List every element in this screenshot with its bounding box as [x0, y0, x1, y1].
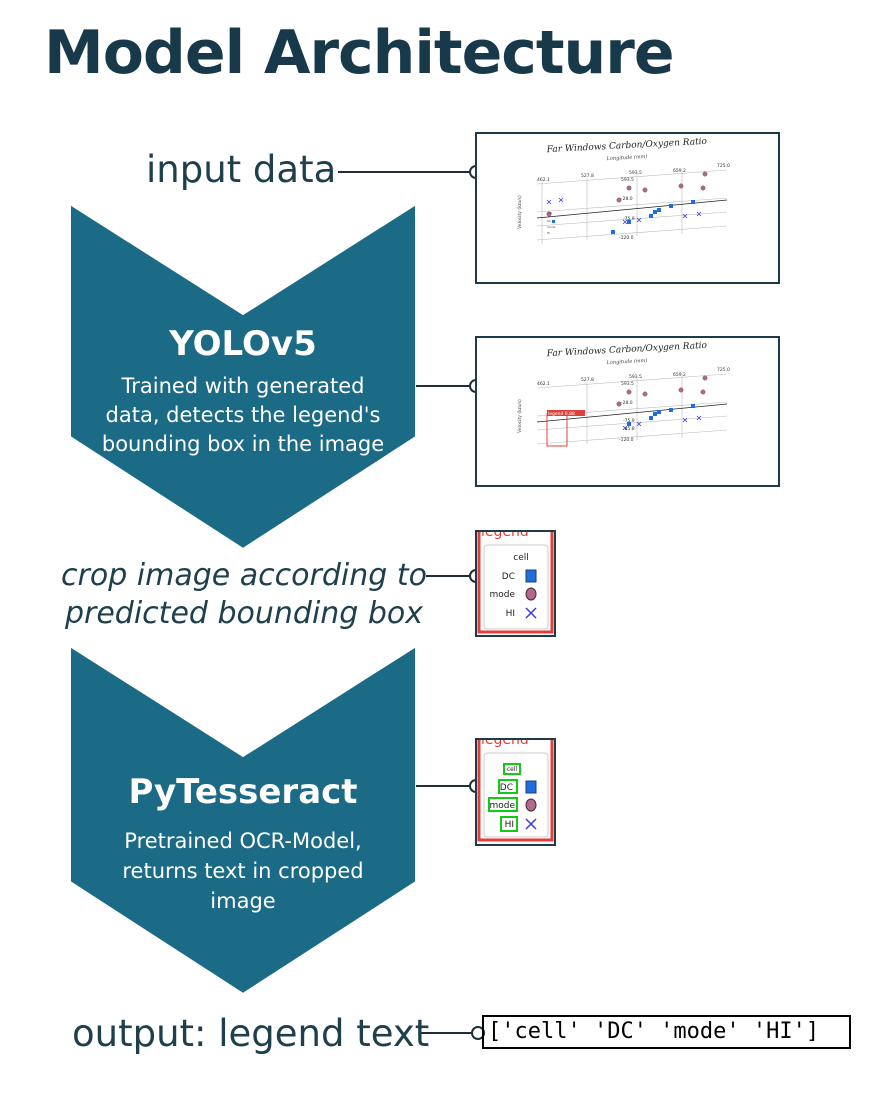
detection-tag: legend 0.88 [548, 411, 575, 417]
ocr-item-dc: DC [500, 783, 513, 793]
crop-label: crop image according to predicted boundi… [61, 558, 427, 631]
plot-tick: -28.0 [621, 400, 633, 406]
output-label: output: legend text [72, 1012, 430, 1055]
svg-text:mode: mode [547, 225, 556, 229]
plot-tick: 593.5 [621, 177, 634, 183]
ocr-box [498, 779, 518, 794]
input-plot-thumbnail: Far Windows Carbon/Oxygen Ratio Longitud… [475, 132, 780, 284]
plot-tick: 659.2 [673, 372, 686, 378]
tesseract-chevron [69, 644, 417, 996]
legend-item-dc: DC [502, 572, 515, 582]
plot-tick: 725.0 [717, 163, 730, 169]
plot-tick: 462.1 [537, 381, 550, 387]
plot-subtitle: Longitude (mm) [605, 357, 647, 366]
legend-item-hi: HI [506, 609, 515, 619]
plot-y-label: Velocity (km/s) [516, 399, 523, 434]
square-marker-icon [525, 569, 537, 583]
svg-text:DC: DC [547, 219, 551, 223]
plot-tick: 593.5 [621, 381, 634, 387]
square-marker-icon [525, 780, 537, 794]
ocr-item-hi: HI [505, 820, 514, 830]
svg-text:cell: cell [547, 211, 552, 215]
legend-item-cell: cell [513, 553, 529, 563]
plot-tick: 725.0 [717, 367, 730, 373]
plot-tick: 527.8 [581, 377, 594, 383]
cropped-legend-thumbnail: legend cell DC mode HI [475, 530, 556, 637]
output-text-box: ['cell' 'DC' 'mode' 'HI'] [482, 1015, 851, 1049]
tesseract-step-description: Pretrained OCR-Model, returns text in cr… [122, 829, 364, 913]
ocr-item-cell: cell [507, 766, 518, 773]
plot-tick: -28.0 [621, 196, 633, 202]
ocr-item-mode: mode [489, 801, 515, 811]
yolo-step-name: YOLOv5 [169, 324, 317, 364]
plot-title: Far Windows Carbon/Oxygen Ratio [546, 137, 708, 155]
cross-marker-icon [525, 818, 537, 830]
plot-tick: -120.0 [619, 235, 634, 241]
plot-tick: -75.9 [623, 216, 635, 222]
ocr-legend-thumbnail: legend cell DC mode HI [475, 738, 556, 846]
connector-dot-output [471, 1026, 485, 1040]
circle-marker-icon [525, 587, 537, 601]
plot-tick: 527.8 [581, 173, 594, 179]
detection-plot-thumbnail: Far Windows Carbon/Oxygen Ratio Longitud… [475, 336, 780, 487]
ocr-box [500, 816, 518, 832]
legend-item-mode: mode [489, 590, 515, 600]
legend-header: legend [481, 740, 529, 748]
plot-y-label: Velocity (km/s) [516, 195, 523, 230]
legend-header: legend [481, 532, 529, 540]
plot-tick: -85.8 [623, 426, 635, 432]
plot-tick: -120.0 [619, 437, 634, 443]
plot-tick: 462.1 [537, 177, 550, 183]
plot-subtitle: Longitude (mm) [605, 153, 647, 162]
detection-bounding-box [546, 413, 568, 447]
plot-tick: -75.9 [623, 418, 635, 424]
ocr-box [488, 797, 518, 812]
circle-marker-icon [525, 798, 537, 812]
plot-tick: 593.5 [629, 374, 642, 380]
plot-tick: 659.2 [673, 168, 686, 174]
plot-title: Far Windows Carbon/Oxygen Ratio [546, 341, 708, 359]
cross-marker-icon [525, 607, 537, 619]
input-data-label: input data [146, 148, 337, 191]
svg-text:HI: HI [547, 231, 550, 235]
plot-tick: 593.5 [629, 170, 642, 176]
tesseract-step-name: PyTesseract [128, 772, 358, 812]
yolo-step-description: Trained with generated data, detects the… [101, 374, 385, 456]
ocr-box [503, 763, 521, 775]
yolo-chevron [69, 202, 417, 551]
page-title: Model Architecture [44, 18, 675, 88]
